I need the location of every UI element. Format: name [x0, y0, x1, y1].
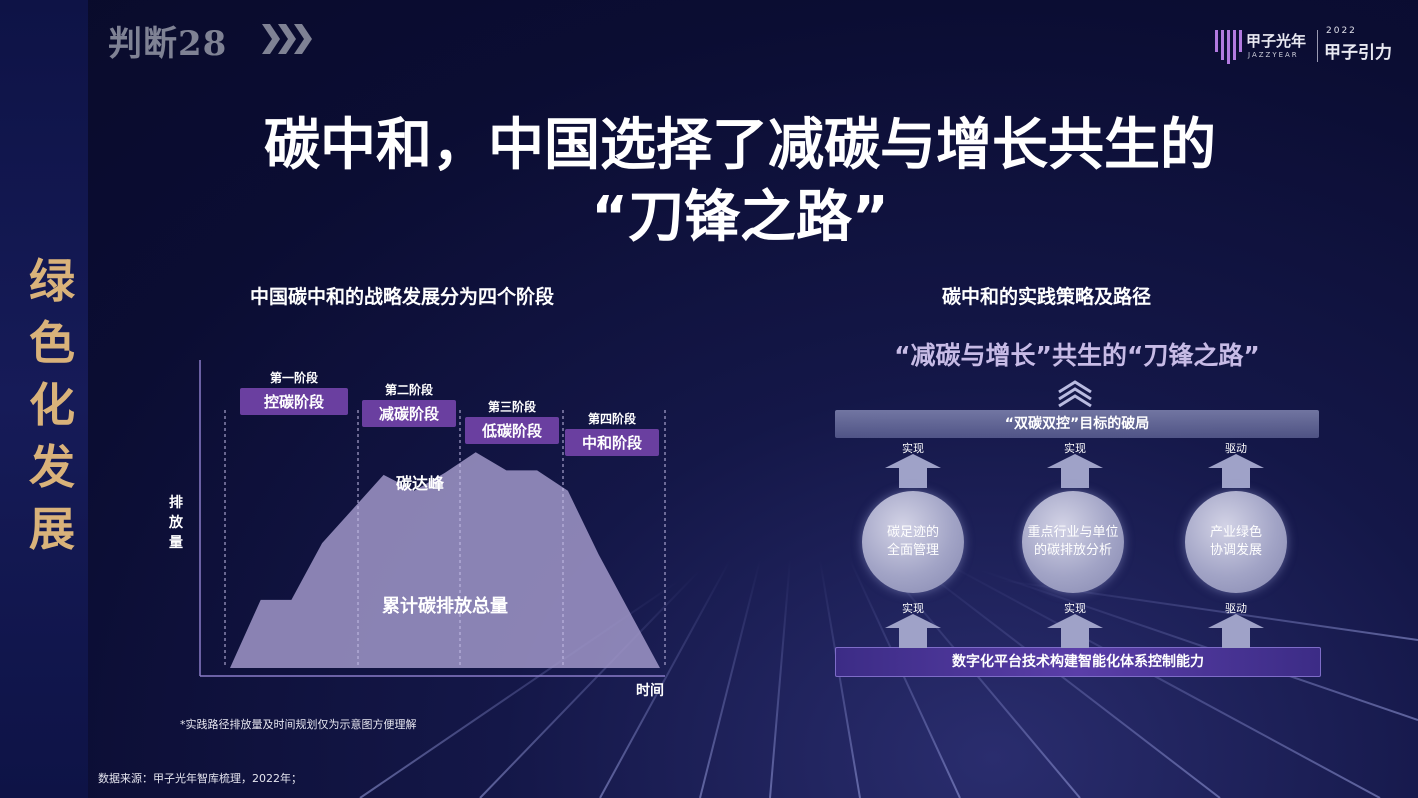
- arrow-up-icon: [1047, 614, 1103, 648]
- strategy-circle: 碳足迹的 全面管理: [862, 491, 964, 593]
- event-label: 甲子引力: [1324, 43, 1392, 63]
- emission-area-series: [230, 452, 660, 668]
- judgement-tag: 判断28: [108, 24, 228, 64]
- y-axis-label: 排: [169, 494, 183, 511]
- circle-label: 重点行业与单位 的碳排放分析: [1027, 525, 1119, 558]
- bottom-arrow-label: 实现: [1064, 602, 1086, 615]
- stage-label: 第四阶段: [588, 411, 637, 426]
- logo-divider: [1317, 30, 1318, 62]
- data-source: 数据来源：甲子光年智库梳理，2022年；: [98, 772, 302, 785]
- peak-annotation: 碳达峰: [396, 474, 445, 493]
- stage-label: 第二阶段: [385, 382, 434, 397]
- event-year: 2022: [1326, 26, 1357, 36]
- bottom-arrow-label: 实现: [902, 602, 924, 615]
- top-arrow-label: 实现: [1064, 442, 1086, 455]
- arrow-up-icon: [885, 454, 941, 488]
- sidebar-title-char: 发: [29, 440, 75, 494]
- page-title-line-2: “刀锋之路”: [591, 185, 889, 250]
- strategy-slogan: “减碳与增长”共生的“刀锋之路”: [894, 341, 1260, 370]
- stage-badge: [240, 388, 348, 415]
- sidebar-title-char: 化: [29, 378, 75, 432]
- series-annotation: 累计碳排放总量: [382, 595, 508, 617]
- top-arrow-label: 实现: [902, 442, 924, 455]
- page-title-line-1: 碳中和，中国选择了减碳与增长共生的: [264, 113, 1216, 178]
- arrow-up-icon: [1047, 454, 1103, 488]
- logo-text: 甲子光年: [1246, 32, 1307, 50]
- strategy-circle: 产业绿色 协调发展: [1185, 491, 1287, 593]
- foundation-banner: 数字化平台技术构建智能化体系控制能力: [835, 647, 1321, 677]
- stage-badge: [465, 417, 559, 444]
- bottom-arrow-label: 驱动: [1225, 602, 1247, 615]
- x-axis-label: 时间: [636, 682, 664, 699]
- y-axis-label: 放: [168, 514, 184, 531]
- stage-name: 控碳阶段: [264, 393, 324, 411]
- stage-name: 低碳阶段: [481, 422, 542, 440]
- sidebar-title: 绿 色 化 发 展: [22, 250, 82, 560]
- stage-label: 第三阶段: [488, 399, 537, 414]
- chart-note: *实践路径排放量及时间规划仅为示意图方便理解: [180, 718, 417, 731]
- strategy-circle: 重点行业与单位 的碳排放分析: [1022, 491, 1124, 593]
- circle-label: 碳足迹的 全面管理: [886, 525, 939, 558]
- stage-badge: [362, 400, 456, 427]
- stage-name: 减碳阶段: [379, 405, 439, 423]
- sidebar-title-char: 色: [29, 316, 75, 370]
- page-title: 碳中和，中国选择了减碳与增长共生的 “刀锋之路”: [130, 110, 1350, 254]
- sidebar-title-char: 展: [29, 502, 75, 556]
- right-section-title: 碳中和的实践策略及路径: [942, 286, 1152, 308]
- arrow-up-icon: [1208, 454, 1264, 488]
- arrow-up-icon: [885, 614, 941, 648]
- sidebar: [0, 0, 88, 798]
- arrow-up-icon: [1208, 614, 1264, 648]
- chevron-right-icon: [262, 24, 312, 54]
- left-section-title: 中国碳中和的战略发展分为四个阶段: [250, 286, 555, 308]
- top-arrow-label: 驱动: [1225, 442, 1247, 455]
- y-axis-label: 量: [169, 535, 183, 551]
- stage-label: 第一阶段: [270, 370, 319, 385]
- chevron-up-icon: [1058, 380, 1092, 408]
- sidebar-title-char: 绿: [29, 254, 75, 308]
- goal-banner: “双碳双控”目标的破局: [835, 410, 1319, 438]
- brand-logo: 甲子光年 JAZZYEAR 2022 甲子引力: [1214, 26, 1394, 66]
- circle-label: 产业绿色 协调发展: [1209, 525, 1262, 558]
- logo-mark-icon: [1215, 30, 1242, 64]
- stage-name: 中和阶段: [582, 434, 642, 452]
- logo-subtext: JAZZYEAR: [1248, 51, 1299, 59]
- stage-badge: [565, 429, 659, 456]
